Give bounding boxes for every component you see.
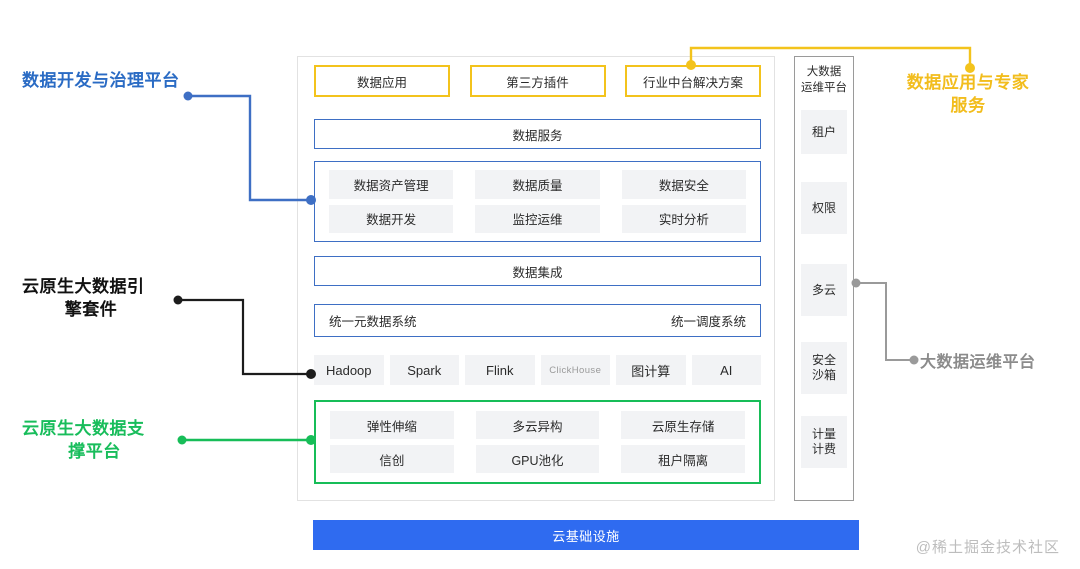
label-apps-line1: 数据应用与专家 xyxy=(906,73,1030,92)
chip-data-security[interactable]: 数据安全 xyxy=(621,170,746,199)
bar-data-service[interactable]: 数据服务 xyxy=(314,119,761,149)
ops-sidebar-title: 大数据 运维平台 xyxy=(801,65,847,96)
chip-flink[interactable]: Flink xyxy=(465,355,535,385)
chip-monitoring-ops[interactable]: 监控运维 xyxy=(475,204,600,233)
ops-chip-metering-billing[interactable]: 计量计费 xyxy=(801,416,847,469)
label-apps-line2: 服务 xyxy=(950,95,986,115)
chip-spark[interactable]: Spark xyxy=(389,355,459,385)
connector-dot-ops-end xyxy=(909,355,919,365)
chip-xinchuang[interactable]: 信创 xyxy=(330,445,454,473)
watermark: @稀土掘金技术社区 xyxy=(915,539,1060,556)
ops-chip-security-sandbox[interactable]: 安全沙箱 xyxy=(801,342,847,395)
connector-dev-gov xyxy=(188,94,311,202)
chip-data-development[interactable]: 数据开发 xyxy=(329,204,454,233)
engine-chips-row: Hadoop Spark Flink ClickHouse 图计算 AI xyxy=(314,355,761,385)
ops-title-line1: 大数据 xyxy=(806,66,842,78)
label-engine-line2: 擎套件 xyxy=(64,299,118,319)
ops-platform-sidebar: 大数据 运维平台 租户 权限 多云 安全沙箱 计量计费 xyxy=(794,56,854,501)
chip-clickhouse[interactable]: ClickHouse xyxy=(540,355,610,385)
chip-graph-compute[interactable]: 图计算 xyxy=(616,355,686,385)
chip-tenant-isolation[interactable]: 租户隔离 xyxy=(621,445,745,473)
chip-data-asset-management[interactable]: 数据资产管理 xyxy=(329,170,454,199)
support-grid: 弹性伸缩 多云异构 云原生存储 信创 GPU池化 租户隔离 xyxy=(314,400,761,484)
bar-data-integration[interactable]: 数据集成 xyxy=(314,256,761,286)
label-engine-line1: 云原生大数据引 xyxy=(22,277,145,296)
chip-multicloud-heterogeneous[interactable]: 多云异构 xyxy=(475,411,600,439)
governance-grid: 数据资产管理 数据质量 数据安全 数据开发 监控运维 实时分析 xyxy=(314,161,761,242)
application-layer-row: 数据应用 第三方插件 行业中台解决方案 xyxy=(314,65,761,97)
box-third-party-plugin[interactable]: 第三方插件 xyxy=(469,65,606,97)
chip-data-quality[interactable]: 数据质量 xyxy=(475,170,600,199)
chip-gpu-pooling[interactable]: GPU池化 xyxy=(475,445,600,473)
chip-realtime-analysis[interactable]: 实时分析 xyxy=(621,204,746,233)
chip-ai[interactable]: AI xyxy=(691,355,761,385)
label-unified-metadata-system: 统一元数据系统 xyxy=(329,315,417,329)
label-cloud-native-engine-suite: 云原生大数据引 擎套件 xyxy=(22,276,182,322)
chip-cloud-native-storage[interactable]: 云原生存储 xyxy=(621,411,745,439)
bar-cloud-infrastructure[interactable]: 云基础设施 xyxy=(313,520,859,550)
ops-title-line2: 运维平台 xyxy=(801,81,847,94)
label-bigdata-ops-platform: 大数据运维平台 xyxy=(920,354,1036,371)
ops-chip-tenant[interactable]: 租户 xyxy=(801,110,847,155)
label-support-line2: 撑平台 xyxy=(68,441,121,461)
label-unified-scheduling-system: 统一调度系统 xyxy=(670,315,746,329)
chip-hadoop[interactable]: Hadoop xyxy=(314,355,384,385)
connector-ops xyxy=(856,282,914,361)
ops-chip-permission[interactable]: 权限 xyxy=(801,182,847,235)
connector-engine xyxy=(178,298,311,376)
box-industry-solution[interactable]: 行业中台解决方案 xyxy=(625,65,761,97)
ops-chip-multicloud[interactable]: 多云 xyxy=(801,264,847,317)
label-cloud-native-support-platform: 云原生大数据支 撑平台 xyxy=(22,418,187,464)
platform-panel: 数据应用 第三方插件 行业中台解决方案 数据服务 数据资产管理 数据质量 数据安… xyxy=(297,56,775,501)
label-support-line1: 云原生大数据支 xyxy=(22,419,145,438)
label-data-apps-expert-service: 数据应用与专家 服务 xyxy=(878,72,1058,118)
chip-elastic-scaling[interactable]: 弹性伸缩 xyxy=(330,411,454,439)
box-data-application[interactable]: 数据应用 xyxy=(314,65,450,97)
bar-unified-systems: 统一元数据系统 统一调度系统 xyxy=(314,304,761,337)
label-data-dev-governance: 数据开发与治理平台 xyxy=(22,71,180,90)
